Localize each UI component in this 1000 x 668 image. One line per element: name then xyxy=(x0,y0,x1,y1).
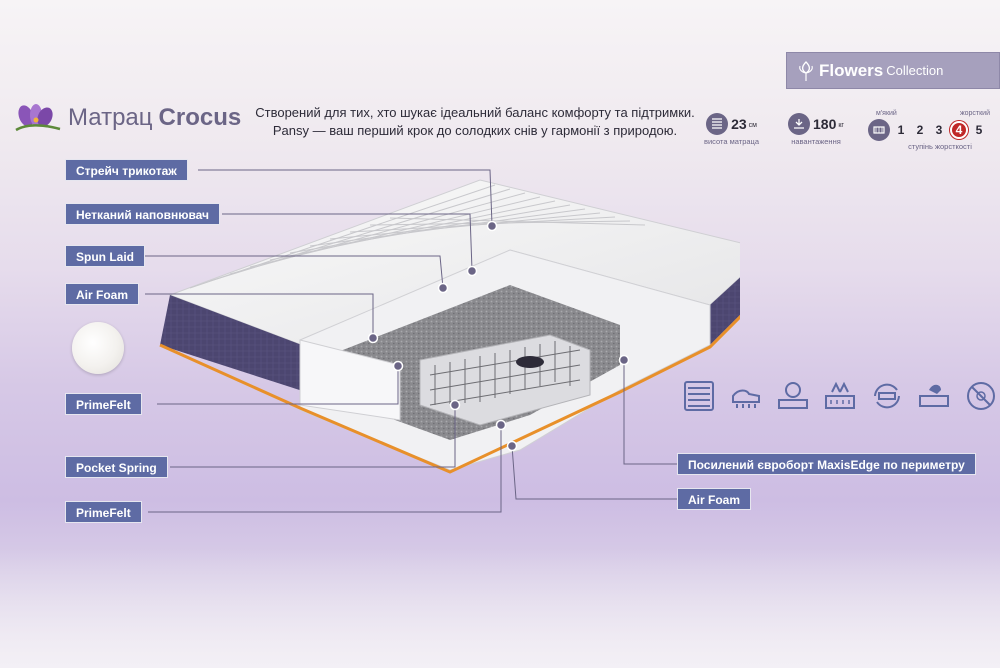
mattress-cutaway-illustration xyxy=(159,179,740,474)
label-stretch-knit: Стрейч трикотаж xyxy=(65,159,188,181)
brand-name: Flowers xyxy=(819,60,884,80)
firmness-hard-label: жорсткий xyxy=(959,110,990,117)
feature-icons xyxy=(682,378,1000,414)
firmness-level-5: 5 xyxy=(975,123,983,137)
load-caption: навантаження xyxy=(791,137,841,146)
zoned-springs-icon xyxy=(684,381,714,411)
firmness-level-1: 1 xyxy=(897,123,905,137)
label-primefelt-bottom: PrimeFelt xyxy=(65,501,142,523)
height-unit: см xyxy=(748,121,757,129)
hypoallergenic-icon xyxy=(778,382,808,409)
firmness-level-3: 3 xyxy=(935,123,943,137)
removable-cover-icon xyxy=(919,384,949,407)
breathable-icon xyxy=(825,381,855,409)
height-value: 23 xyxy=(731,116,747,132)
description-line-2: Pansy — ваш перший крок до солодких снів… xyxy=(272,123,678,138)
label-primefelt-top: PrimeFelt xyxy=(65,393,142,415)
height-caption: висота матраца xyxy=(704,137,760,146)
firmness-icon xyxy=(868,119,890,141)
foam-sample-swatch xyxy=(72,322,124,374)
firmness-level-4-selected: 4 xyxy=(950,121,968,139)
label-nonwoven-filler: Нетканий наповнювач xyxy=(65,203,221,225)
orthopedic-support-icon xyxy=(732,389,760,408)
firmness-level-2: 2 xyxy=(916,123,924,137)
weight-icon xyxy=(788,113,810,135)
firmness-scale: м'який жорсткий 1 2 3 4 5 ступінь жорстк… xyxy=(868,110,990,151)
firmness-caption: ступінь жорсткості xyxy=(908,142,972,151)
label-air-foam-bottom: Air Foam xyxy=(677,488,752,510)
mattress-side-right xyxy=(710,277,740,345)
product-description: Створений для тих, хто шукає ідеальний б… xyxy=(245,104,705,140)
crocus-flower-icon xyxy=(15,104,61,132)
firmness-soft-label: м'який xyxy=(876,110,897,117)
load-unit: кг xyxy=(838,121,844,129)
label-pocket-spring: Pocket Spring xyxy=(65,456,168,478)
label-spun-laid: Spun Laid xyxy=(65,245,145,267)
antibacterial-icon xyxy=(967,382,995,410)
description-line-1: Створений для тих, хто шукає ідеальний б… xyxy=(255,105,695,120)
title-name: Crocus xyxy=(158,104,242,131)
load-spec: 180 кг навантаження xyxy=(788,113,844,146)
height-icon xyxy=(706,113,729,135)
label-air-foam-top: Air Foam xyxy=(65,283,140,305)
label-euroboard: Посилений євроборт MaxisEdge по периметр… xyxy=(677,453,976,475)
product-title: Матрац Crocus xyxy=(12,102,241,134)
title-prefix: Матрац xyxy=(68,104,153,131)
load-value: 180 xyxy=(813,116,837,132)
brand-collection: Collection xyxy=(886,63,944,78)
height-spec: 23 см висота матраца xyxy=(704,113,759,146)
brand-badge: Flowers Collection xyxy=(786,52,1000,89)
flower-icon xyxy=(799,60,813,81)
two-sided-icon xyxy=(874,383,900,409)
pocket-spring-block xyxy=(419,334,591,426)
